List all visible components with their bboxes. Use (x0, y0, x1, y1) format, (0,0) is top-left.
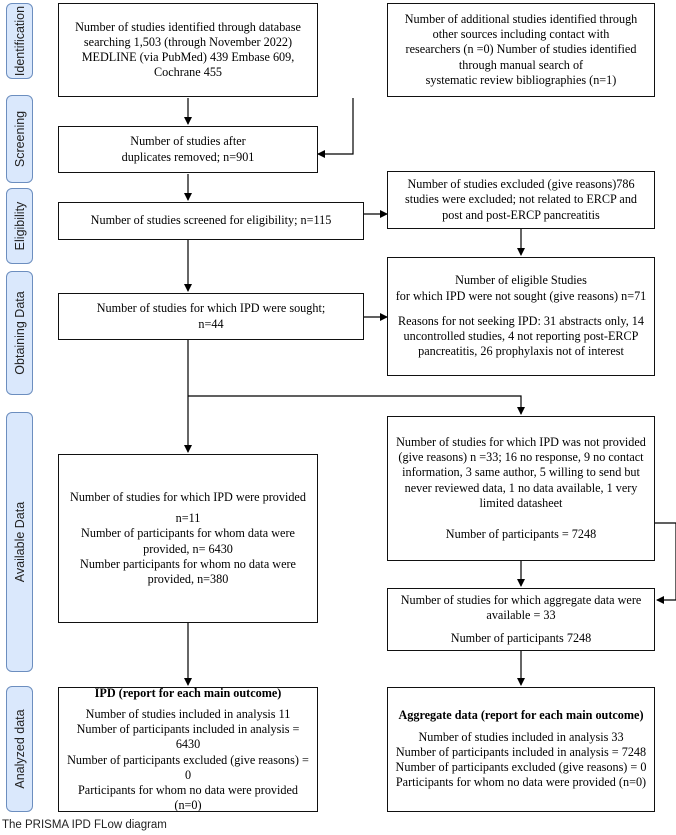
box-line: post and post-ERCP pancreatitis (442, 207, 600, 222)
arrow-additional-to-duplicates (317, 98, 354, 158)
box-line: Number of studies included in analysis 3… (418, 729, 624, 744)
box-line: pancreatitis, 26 prophylaxis not of inte… (418, 344, 624, 359)
box-line: Number of studies after (130, 134, 246, 149)
box-line: studies were excluded; not related to ER… (404, 192, 638, 207)
box-aggregate-outcome: Aggregate data (report for each main out… (387, 687, 655, 812)
box-screened: Number of studies screened for eligibili… (58, 202, 364, 240)
box-line: Number of studies for which IPD was not … (396, 434, 646, 449)
box-line: for which IPD were not sought (give reas… (395, 288, 647, 303)
box-line: Number of studies for which IPD were sou… (96, 301, 326, 316)
box-line: (give reasons) n =33; 16 no response, 9 … (398, 450, 644, 464)
box-line: provided, n= 6430 (143, 541, 233, 556)
box-line: Participants for whom no data were provi… (395, 775, 647, 790)
box-line: MEDLINE (via PubMed) 439 Embase 609, (81, 50, 295, 64)
box-line: duplicates removed; n=901 (121, 149, 255, 164)
phase-analyzed-data: Analyzed data (6, 686, 33, 812)
box-ipd-outcome: IPD (report for each main outcome) Numbe… (58, 685, 318, 813)
box-line: Number of studies for which aggregate da… (400, 592, 642, 607)
box-line: Number of participants excluded (give re… (67, 752, 309, 782)
box-line: never reviewed data, 1 no data available… (404, 480, 638, 495)
box-line: Number of participants for whom data wer… (81, 526, 295, 541)
box-line: Participants for whom no data were provi… (78, 783, 298, 813)
box-line: n=44 (198, 316, 224, 331)
box-line: Number of studies screened for eligibili… (90, 213, 332, 228)
box-excluded: Number of studies excluded (give reasons… (387, 171, 655, 229)
box-line: Number participants for whom no data wer… (80, 556, 296, 571)
box-line: Number of studies included in analysis 1… (85, 706, 291, 721)
box-line: available = 33 (486, 607, 556, 622)
box-heading: IPD (report for each main outcome) (94, 685, 282, 700)
box-after-duplicates: Number of studies after duplicates remov… (58, 126, 318, 173)
box-eligible-not-sought: Number of eligible Studies for which IPD… (387, 257, 655, 376)
box-line: Number of participants included in analy… (76, 722, 300, 752)
box-line: systematic review bibliographies (n=1) (425, 72, 617, 87)
box-line: Number of additional studies identified … (404, 11, 638, 26)
box-heading: Aggregate data (report for each main out… (398, 708, 644, 723)
box-line: searching 1,503 (through November 2022) (83, 34, 293, 49)
box-line: Number of participants excluded (give re… (395, 760, 647, 775)
box-line: information, 3 same author, 5 willing to… (402, 465, 640, 480)
box-line: Reasons for not seeking IPD: 31 abstract… (398, 313, 644, 328)
box-line: provided, n=380 (147, 572, 229, 586)
box-line: uncontrolled studies, 4 not reporting po… (403, 329, 639, 344)
figure-caption: The PRISMA IPD FLow diagram (2, 819, 167, 831)
box-studies-identified: Number of studies identified through dat… (58, 3, 318, 97)
box-ipd-provided: Number of studies for which IPD were pro… (58, 454, 318, 623)
phase-eligibility: Eligibility (6, 188, 33, 264)
box-line: Number of studies for which IPD were pro… (70, 489, 306, 504)
box-line: Number of studies excluded (give reasons… (407, 177, 635, 192)
box-line: Cochrane 455 (153, 65, 223, 80)
box-line: other sources including contact with (432, 27, 610, 42)
box-ipd-not-provided: Number of studies for which IPD was not … (387, 416, 655, 561)
box-line: researchers (n =0) Number of studies ide… (405, 42, 637, 57)
box-line: n=11 (175, 511, 201, 525)
phase-available-data: Available Data (6, 412, 33, 672)
box-aggregate-available: Number of studies for which aggregate da… (387, 588, 655, 651)
box-line: through manual search of (458, 57, 584, 72)
box-line: Number of participants 7248 (450, 631, 592, 646)
box-line: Number of participants included in analy… (395, 744, 647, 759)
box-line: Number of participants = 7248 (445, 527, 597, 541)
box-line: Number of eligible Studies (455, 273, 587, 288)
box-additional-studies: Number of additional studies identified … (387, 3, 655, 97)
arrow-side-to-aggregate (655, 522, 676, 604)
box-line: Number of studies identified through dat… (75, 19, 301, 34)
phase-obtaining-data: Obtaining Data (6, 271, 33, 395)
box-ipd-sought: Number of studies for which IPD were sou… (58, 293, 364, 340)
box-line: limited datasheet (479, 495, 563, 510)
phase-identification: Identification (6, 3, 33, 79)
arrow-sought-to-not-provided (188, 395, 525, 415)
phase-screening: Screening (6, 95, 33, 183)
